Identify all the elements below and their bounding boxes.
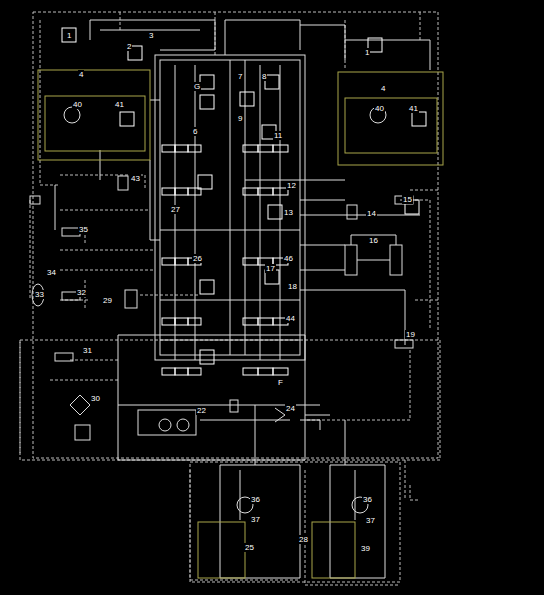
callout-number: 46 <box>283 254 294 263</box>
callout-number: 17 <box>265 264 276 273</box>
spool-cell <box>240 92 254 106</box>
callout-number: 14 <box>366 209 377 218</box>
spool-cell <box>243 318 258 325</box>
callout-number: 18 <box>287 282 298 291</box>
spool-cell <box>162 145 175 152</box>
callout-number: 37 <box>365 516 376 525</box>
callout-number: 40 <box>72 100 83 109</box>
callout-number: 25 <box>244 543 255 552</box>
callout-number: 31 <box>82 346 93 355</box>
callout-number: 13 <box>283 208 294 217</box>
spool-cell <box>62 28 76 42</box>
callout-number: 4 <box>78 70 84 79</box>
callout-number: 36 <box>362 495 373 504</box>
callout-number: G <box>193 82 201 91</box>
spool-cell <box>243 145 258 152</box>
spool-cell <box>188 318 201 325</box>
callout-number: 26 <box>192 254 203 263</box>
callout-number: 9 <box>237 114 243 123</box>
callout-number: F <box>277 378 284 387</box>
callout-number: 37 <box>250 515 261 524</box>
callout-number: 32 <box>76 288 87 297</box>
callout-number: 30 <box>90 394 101 403</box>
callout-number: 3 <box>148 31 154 40</box>
callout-number: 28 <box>298 535 309 544</box>
spool-cell <box>162 188 175 195</box>
callout-number: 11 <box>273 131 283 140</box>
spool-cell <box>175 145 188 152</box>
spool-cell <box>198 175 212 189</box>
callout-number: 40 <box>374 104 385 113</box>
callout-number: 4 <box>380 84 386 93</box>
spool-cell <box>120 112 134 126</box>
callout-number: 19 <box>405 330 416 339</box>
callout-number: 16 <box>368 236 379 245</box>
spool-cell <box>200 95 214 109</box>
spool-cell <box>243 188 258 195</box>
spool-cell <box>162 258 175 265</box>
callout-number: 1 <box>66 31 72 40</box>
spool-cell <box>188 368 201 375</box>
spool-cell <box>412 112 426 126</box>
callout-number: 7 <box>237 72 243 81</box>
callout-number: 24 <box>285 404 296 413</box>
callout-number: 41 <box>408 104 419 113</box>
callout-number: 43 <box>130 174 141 183</box>
callout-number: 41 <box>114 100 125 109</box>
spool-cell <box>175 318 188 325</box>
callout-number: 39 <box>360 544 371 553</box>
spool-cell <box>268 205 282 219</box>
callout-number: 15 <box>402 195 413 204</box>
callout-number: 1 <box>364 48 370 57</box>
spool-cell <box>200 350 214 364</box>
callout-number: 22 <box>196 406 207 415</box>
spool-cell <box>258 368 273 375</box>
callout-number: 36 <box>250 495 261 504</box>
spool-cell <box>175 258 188 265</box>
callout-number: 29 <box>102 296 113 305</box>
spool-cell <box>243 368 258 375</box>
callout-number: 33 <box>34 290 45 299</box>
spool-cell <box>258 318 273 325</box>
spool-cell <box>273 368 288 375</box>
spool-cell <box>258 145 273 152</box>
spool-cell <box>162 318 175 325</box>
callout-number: 35 <box>78 225 89 234</box>
callout-number: 12 <box>286 181 297 190</box>
spool-cell <box>243 258 258 265</box>
callout-number: 27 <box>170 205 181 214</box>
spool-cell <box>273 145 288 152</box>
spool-cell <box>162 368 175 375</box>
callout-number: 2 <box>126 42 132 51</box>
spool-cell <box>258 188 273 195</box>
callout-number: 34 <box>46 268 57 277</box>
spool-cell <box>200 75 214 89</box>
callout-number: 44 <box>285 314 296 323</box>
callout-number: 6 <box>192 127 198 136</box>
spool-cell <box>175 188 188 195</box>
callout-number: 8 <box>261 72 267 81</box>
spool-cell <box>188 145 201 152</box>
spool-cell <box>175 368 188 375</box>
spool-cell <box>200 280 214 294</box>
